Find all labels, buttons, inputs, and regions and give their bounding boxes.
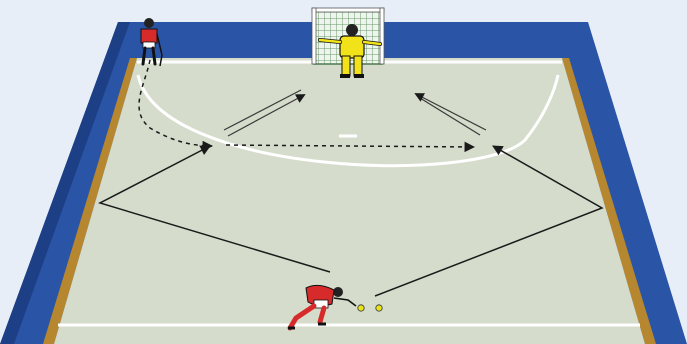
left-board <box>43 58 137 344</box>
ball-icon <box>357 304 383 312</box>
shooting-circle <box>136 74 560 168</box>
pass-line-left <box>98 145 331 273</box>
pass-line-right <box>374 145 604 297</box>
court-floor <box>54 58 645 344</box>
shot-arrow-left <box>223 89 306 137</box>
dashed-run-to-circle <box>138 59 214 152</box>
dashed-cross-pass <box>225 141 476 153</box>
court-surround-shade <box>0 22 130 344</box>
player-icon <box>140 18 163 67</box>
player-icon <box>287 284 357 331</box>
shot-arrow-right <box>414 93 487 136</box>
right-board <box>562 58 656 344</box>
goalkeeper-icon <box>318 24 382 78</box>
